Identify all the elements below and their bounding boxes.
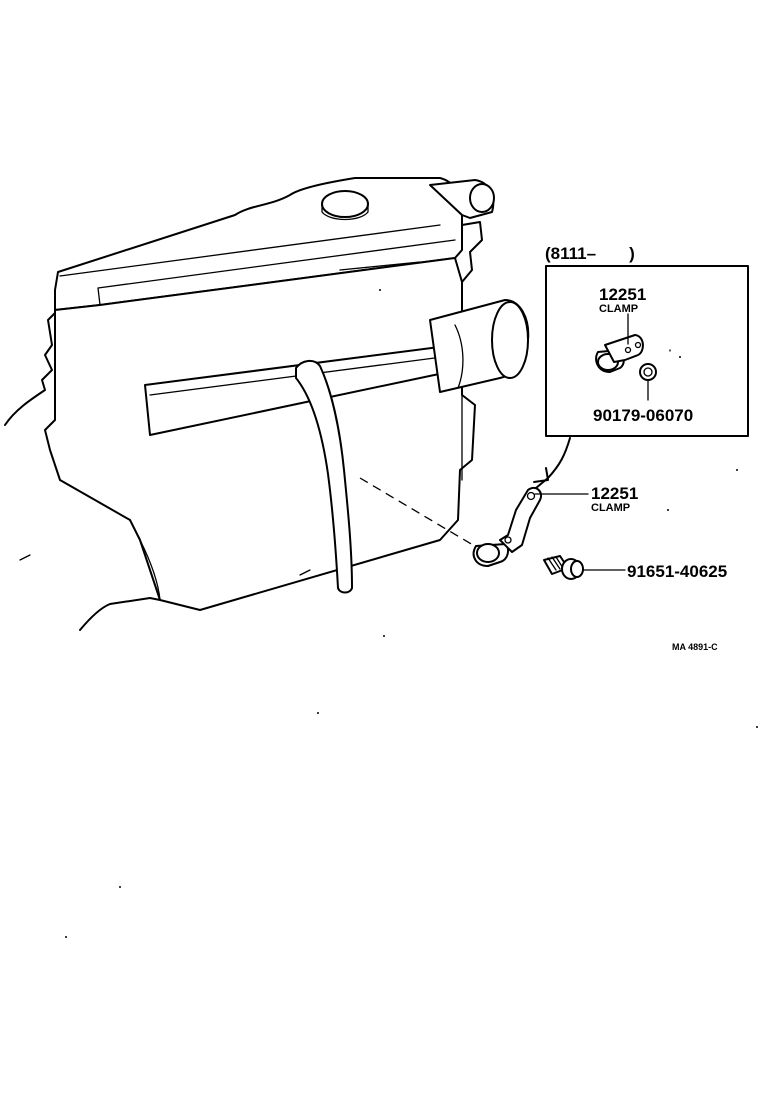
- inset-range-label: (8111– ): [545, 244, 635, 263]
- clamp-callout-number: 12251: [591, 484, 638, 503]
- clamp-part-illustration: [472, 486, 542, 567]
- inset-nut-number: 90179-06070: [593, 406, 693, 425]
- bolt-callout-number: 91651-40625: [627, 562, 727, 581]
- detail-pointer-arrow: [533, 437, 571, 489]
- bolt-part-illustration: [543, 555, 584, 580]
- inset-clamp-number: 12251: [599, 285, 646, 304]
- inset-clamp-name: CLAMP: [599, 303, 638, 315]
- clamp-callout-name: CLAMP: [591, 502, 630, 514]
- scan-specks: [65, 289, 758, 938]
- engine-block-illustration: [4, 177, 530, 631]
- inset-detail-box: [545, 265, 749, 437]
- figure-code: MA 4891-C: [672, 642, 718, 652]
